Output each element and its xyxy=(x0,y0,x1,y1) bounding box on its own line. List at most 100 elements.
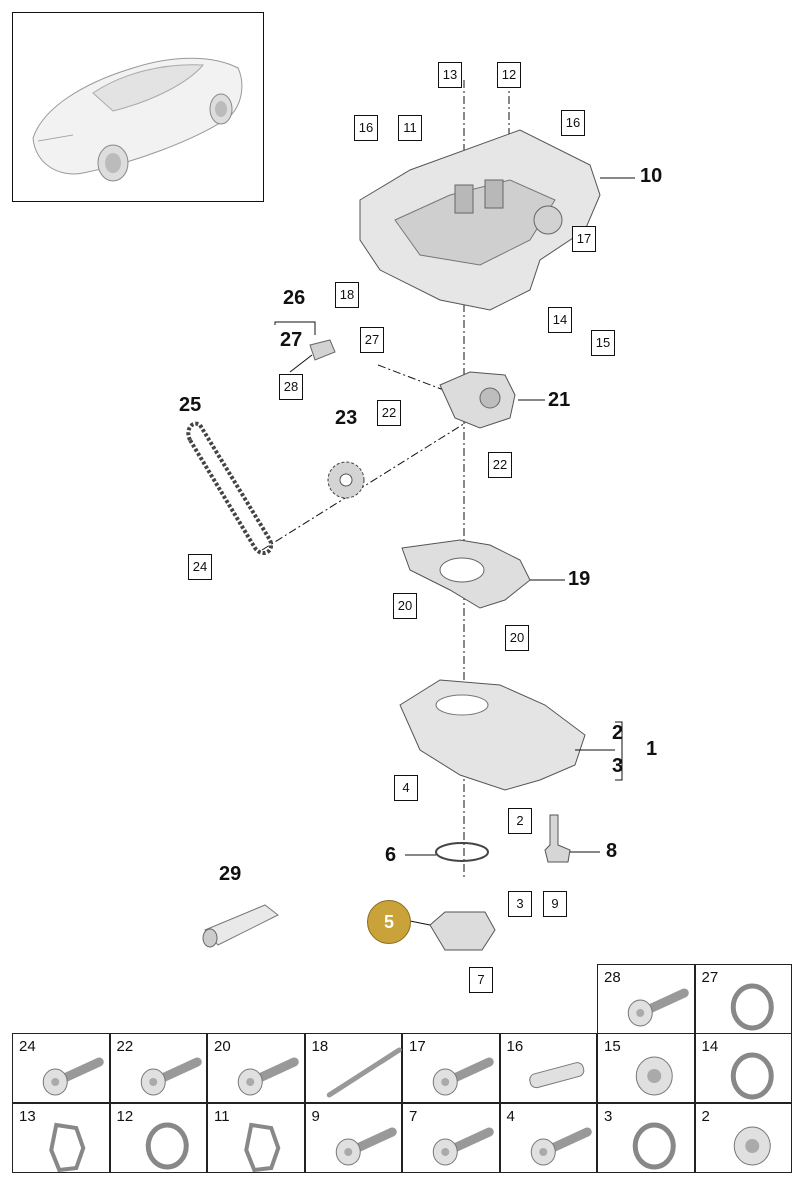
thumbnail-cell-17[interactable]: 17 xyxy=(402,1033,500,1103)
thumbnail-cell-28[interactable]: 28 xyxy=(597,964,695,1034)
callout-2[interactable]: 2 xyxy=(508,808,532,834)
ref-3[interactable]: 3 xyxy=(612,755,624,777)
part-thumbnail-image xyxy=(335,1127,397,1166)
ref-2[interactable]: 2 xyxy=(612,722,624,744)
thumbnail-cell-15[interactable]: 15 xyxy=(597,1033,695,1103)
vehicle-thumbnail xyxy=(12,12,264,202)
part-thumbnail-image xyxy=(42,1057,104,1096)
thumbnail-label: 3 xyxy=(604,1108,613,1125)
thumbnail-cell-13[interactable]: 13 xyxy=(12,1103,110,1173)
ref-26[interactable]: 26 xyxy=(283,287,306,309)
callout-27[interactable]: 27 xyxy=(360,327,384,353)
thumbnail-label: 28 xyxy=(604,969,621,986)
part-thumbnail-image xyxy=(530,1127,592,1166)
part-thumbnail-image xyxy=(733,1126,771,1166)
callout-12[interactable]: 12 xyxy=(497,62,521,88)
ref-1[interactable]: 1 xyxy=(646,738,658,760)
part-thumbnail-image xyxy=(632,1122,676,1170)
oil-pan xyxy=(399,679,586,791)
thumbnail-label: 27 xyxy=(701,969,719,986)
callout-4[interactable]: 4 xyxy=(394,775,418,801)
thumbnail-label: 2 xyxy=(701,1108,710,1125)
callout-9[interactable]: 9 xyxy=(543,891,567,917)
thumbnail-cell-14[interactable]: 14 xyxy=(694,1033,792,1103)
ref-21[interactable]: 21 xyxy=(548,389,571,411)
thumbnail-cell-9[interactable]: 9 xyxy=(304,1103,402,1173)
thumbnail-cell-12[interactable]: 12 xyxy=(109,1103,207,1173)
thumbnail-cell-27[interactable]: 27 xyxy=(694,964,792,1034)
callout-7[interactable]: 7 xyxy=(469,967,493,993)
callout-11[interactable]: 11 xyxy=(398,115,422,141)
callout-18[interactable]: 18 xyxy=(335,282,359,308)
thumbnail-cell-4[interactable]: 4 xyxy=(499,1103,597,1173)
callout-28[interactable]: 28 xyxy=(279,374,303,400)
thumbnail-cell-11[interactable]: 11 xyxy=(207,1103,305,1173)
callout-14[interactable]: 14 xyxy=(548,307,572,333)
ref-10[interactable]: 10 xyxy=(640,165,663,187)
sprocket xyxy=(327,461,365,499)
part-thumbnail-image xyxy=(528,1062,584,1089)
sensor xyxy=(544,814,571,863)
thumbnail-cell-22[interactable]: 22 xyxy=(109,1033,207,1103)
highlighted-part-5[interactable]: 5 xyxy=(367,900,411,944)
callout-17[interactable]: 17 xyxy=(572,226,596,252)
thumbnail-label: 13 xyxy=(19,1108,36,1125)
thumbnail-label: 12 xyxy=(116,1108,134,1125)
thumbnail-label: 11 xyxy=(214,1108,230,1125)
part-thumbnail-image xyxy=(432,1127,494,1166)
thumbnail-cell-16[interactable]: 16 xyxy=(499,1033,597,1103)
ref-8[interactable]: 8 xyxy=(606,840,618,862)
thumbnail-label: 18 xyxy=(311,1038,329,1055)
thumbnail-label: 17 xyxy=(409,1038,426,1055)
thumbnail-label: 4 xyxy=(506,1108,515,1125)
part-thumbnail-image xyxy=(244,1122,281,1173)
part-thumbnail-image xyxy=(635,1056,673,1096)
ref-23[interactable]: 23 xyxy=(335,407,358,429)
thumbnail-label: 9 xyxy=(311,1108,320,1125)
thumbnail-cell-24[interactable]: 24 xyxy=(12,1033,110,1103)
part-thumbnail-image xyxy=(627,988,689,1027)
part-thumbnail-image xyxy=(145,1122,189,1170)
part-thumbnail-image xyxy=(326,1047,402,1098)
ref-6[interactable]: 6 xyxy=(385,844,397,866)
part-thumbnail-image xyxy=(140,1057,202,1096)
part-thumbnail-image xyxy=(49,1122,86,1173)
callout-24[interactable]: 24 xyxy=(188,554,212,580)
callout-20a[interactable]: 20 xyxy=(393,593,417,619)
cover xyxy=(429,911,496,951)
car-illustration xyxy=(32,57,243,182)
ref-19[interactable]: 19 xyxy=(568,568,591,590)
part-thumbnail-image xyxy=(730,1052,774,1100)
callout-15[interactable]: 15 xyxy=(591,330,615,356)
part-thumbnail-image xyxy=(432,1057,494,1096)
thumbnail-cell-2[interactable]: 2 xyxy=(694,1103,792,1173)
ref-25[interactable]: 25 xyxy=(179,394,202,416)
chain xyxy=(186,421,274,556)
thumbnail-label: 7 xyxy=(409,1108,418,1125)
part-thumbnail-image xyxy=(730,983,774,1031)
oil-pump xyxy=(439,371,516,429)
thumbnail-label: 16 xyxy=(506,1038,524,1055)
thumbnail-cell-20[interactable]: 20 xyxy=(207,1033,305,1103)
ref-27[interactable]: 27 xyxy=(280,329,303,351)
callout-3[interactable]: 3 xyxy=(508,891,532,917)
thumbnail-label: 24 xyxy=(19,1038,36,1055)
thumbnail-label: 14 xyxy=(701,1038,719,1055)
callout-13[interactable]: 13 xyxy=(438,62,462,88)
plug xyxy=(309,339,336,361)
thumbnail-cell-7[interactable]: 7 xyxy=(402,1103,500,1173)
callout-16b[interactable]: 16 xyxy=(561,110,585,136)
upper-housing xyxy=(359,129,601,311)
callout-22a[interactable]: 22 xyxy=(377,400,401,426)
callout-20b[interactable]: 20 xyxy=(505,625,529,651)
thumbnail-cell-18[interactable]: 18 xyxy=(304,1033,402,1103)
thumbnail-cell-3[interactable]: 3 xyxy=(597,1103,695,1173)
o-ring xyxy=(435,842,489,862)
part-thumbnail-image xyxy=(237,1057,299,1096)
callout-22b[interactable]: 22 xyxy=(488,452,512,478)
thumbnail-label: 20 xyxy=(214,1038,231,1055)
ref-29[interactable]: 29 xyxy=(219,863,242,885)
callout-16[interactable]: 16 xyxy=(354,115,378,141)
